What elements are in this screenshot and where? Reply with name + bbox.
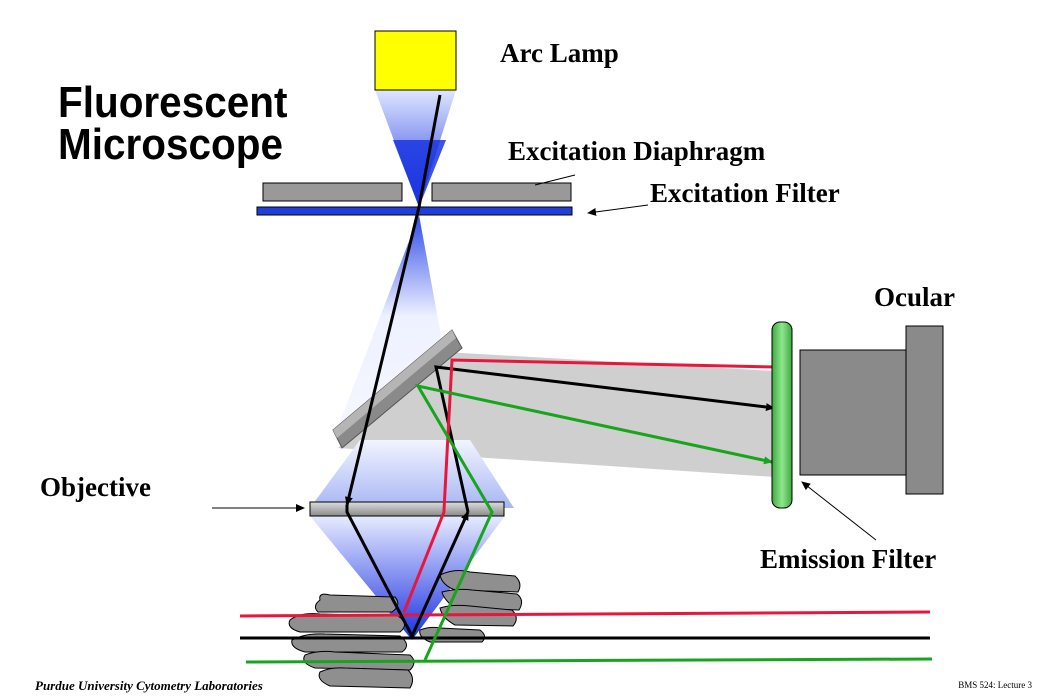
diaphragm-left-plate [262,182,403,202]
emission-filter [771,321,793,509]
ocular-eyepiece [905,325,944,495]
focus-beam [310,516,505,640]
red-emission-ray [402,358,777,613]
diaphragm-pointer [534,174,576,186]
green-emission-ray [414,383,773,661]
objective-label: Objective [40,472,151,502]
title-line-1: Fluorescent [58,78,288,127]
arc-lamp [374,30,457,91]
emission-filter-label: Emission Filter [760,544,937,574]
excitation-filter-pointer [587,204,649,216]
excitation-filter [256,206,573,216]
excitation-filter-label: Excitation Filter [650,178,840,208]
footer-lecture: BMS 524: Lecture 3 [958,680,1032,690]
title-line-2: Microscope [58,120,283,169]
excitation-ray-lower [345,505,470,640]
excitation-ray [344,94,442,506]
green-baseline [245,657,933,664]
emission-filter-pointer [801,481,877,541]
excitation-return [434,365,775,513]
arc-lamp-label: Arc Lamp [500,38,619,68]
excitation-diaphragm-label: Excitation Diaphragm [508,136,766,166]
red-baseline [239,610,931,618]
diaphragm-cone [393,140,446,207]
objective-lens [309,501,505,517]
ocular-label: Ocular [874,282,955,312]
diagram-title: Fluorescent Microscope [58,78,288,169]
diaphragm-right-plate [431,182,572,202]
ocular-body [799,349,911,476]
footer-institution: Purdue University Cytometry Laboratories [35,678,263,693]
